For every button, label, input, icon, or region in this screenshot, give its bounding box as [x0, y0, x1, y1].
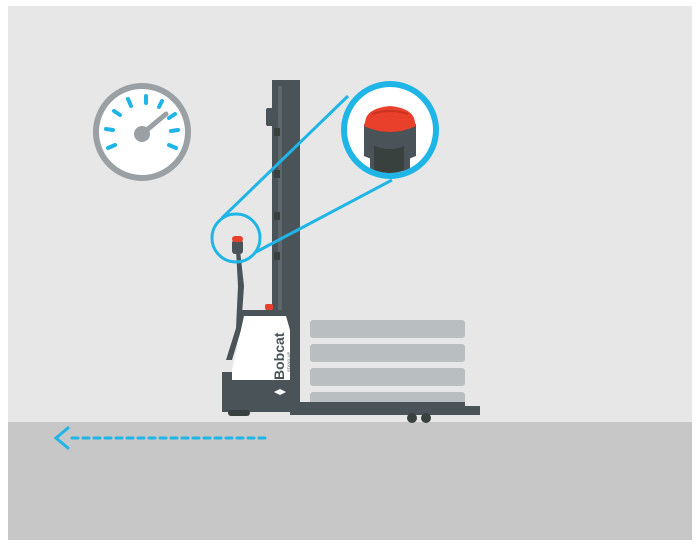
speedometer-icon [96, 86, 188, 178]
brand-logo: Bobcat [271, 332, 287, 380]
emergency-stop-button-icon [344, 84, 436, 176]
pallet-load [310, 320, 465, 408]
brand-subtext: STAND-UP [286, 352, 291, 372]
arrow-left-icon [56, 428, 266, 448]
